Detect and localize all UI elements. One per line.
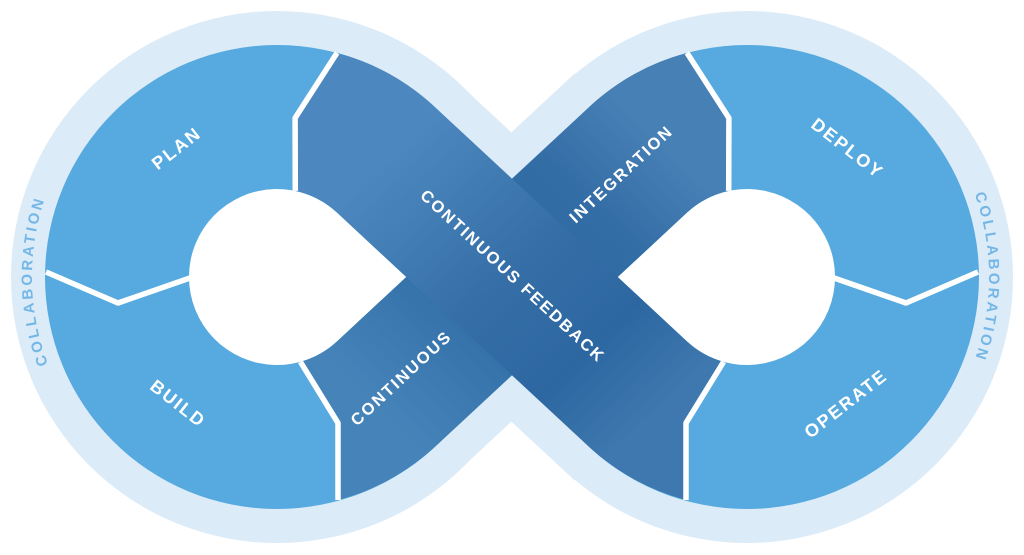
continuous-feedback-ribbon	[295, 52, 724, 501]
left-loop-hole	[188, 189, 407, 365]
right-loop-hole	[617, 189, 836, 366]
divider-build-integration	[298, 360, 341, 500]
divider-feedback-operate	[683, 360, 726, 500]
divider-integration-deploy	[684, 51, 732, 191]
divider-plan-build-chevron	[44, 269, 191, 306]
divider-plan-feedback	[292, 51, 340, 191]
divider-deploy-operate-chevron	[833, 269, 980, 306]
